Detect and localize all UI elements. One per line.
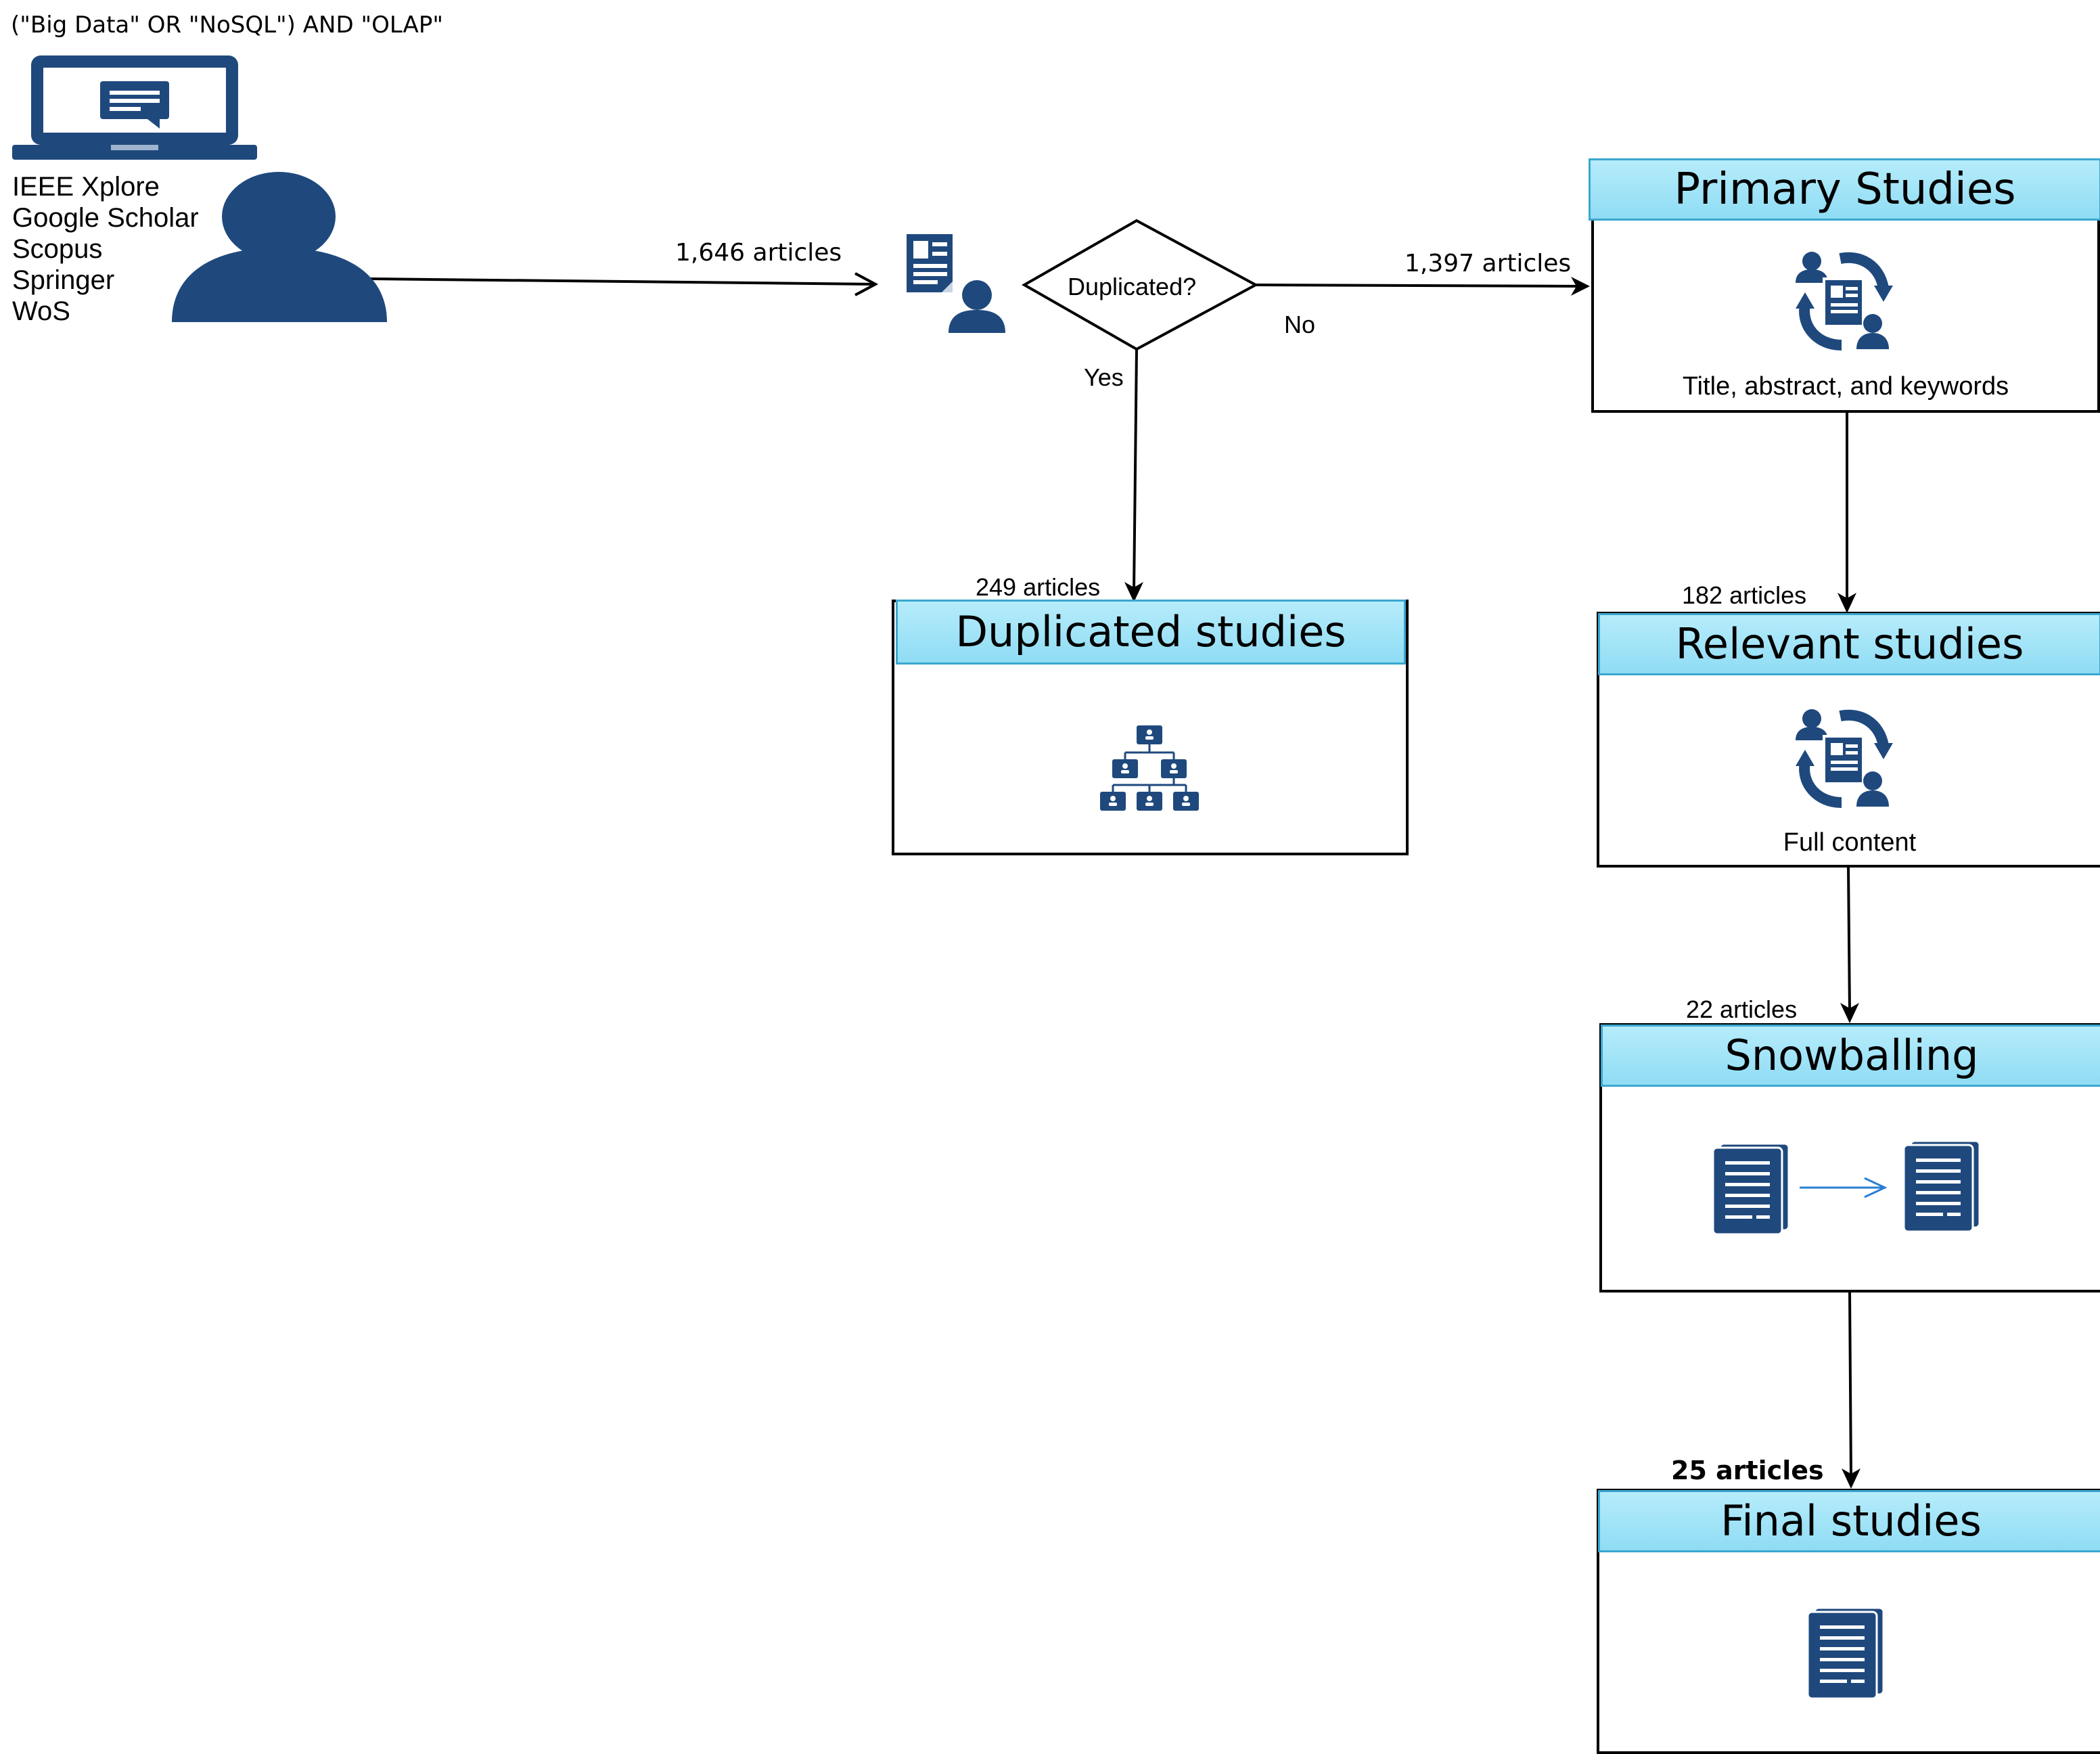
decision-label: Duplicated? (1068, 273, 1197, 300)
relevant-studies-title: Relevant studies (1598, 613, 2100, 675)
search-query: ("Big Data" OR "NoSQL") AND "OLAP" (11, 12, 443, 39)
arrow-right-icon (1800, 1177, 1888, 1198)
decision-yes-label: Yes (1084, 363, 1124, 391)
primary-to-relevant-arrow (1838, 411, 1856, 613)
source-item: Scopus (12, 234, 103, 264)
speech-bubble-icon (100, 81, 169, 129)
relevant-studies-caption: Full content (1783, 828, 1917, 857)
snowballing-to-final-arrow (1842, 1290, 1861, 1489)
edge-label-duplicates: 249 articles (976, 573, 1101, 601)
duplicated-studies-title: Duplicated studies (896, 600, 1406, 665)
edge-label-unique: 1,397 articles (1405, 250, 1572, 277)
yes-branch-arrow (1124, 348, 1143, 602)
primary-studies-caption: Title, abstract, and keywords (1682, 372, 2009, 401)
no-branch-arrow (1255, 277, 1590, 296)
primary-studies-title: Primary Studies (1589, 158, 2100, 221)
source-item: WoS (12, 296, 70, 326)
source-item: Springer (12, 265, 115, 295)
edge-label-relevant: 182 articles (1682, 581, 1807, 609)
edge-label-search: 1,646 articles (675, 239, 842, 267)
decision-no-label: No (1284, 311, 1316, 338)
document-stack-icon (1712, 1144, 1790, 1236)
relevant-to-snowballing-arrow (1840, 865, 1859, 1023)
source-item: IEEE Xplore (12, 172, 160, 202)
snowballing-title: Snowballing (1601, 1025, 2100, 1087)
edge-label-final: 25 articles (1671, 1456, 1824, 1485)
document-reviewer-icon (907, 234, 1005, 333)
review-cycle-icon (1796, 252, 1893, 351)
review-cycle-icon (1796, 709, 1893, 808)
final-studies-title: Final studies (1598, 1490, 2100, 1552)
hierarchy-icon (1100, 725, 1199, 811)
document-stack-icon (1806, 1608, 1885, 1700)
edge-label-snowballing: 22 articles (1686, 995, 1798, 1023)
person-icon (172, 172, 387, 322)
document-stack-icon (1902, 1141, 1981, 1233)
search-to-screening-arrow (370, 272, 879, 296)
laptop-icon (12, 55, 257, 160)
source-item: Google Scholar (12, 203, 199, 233)
